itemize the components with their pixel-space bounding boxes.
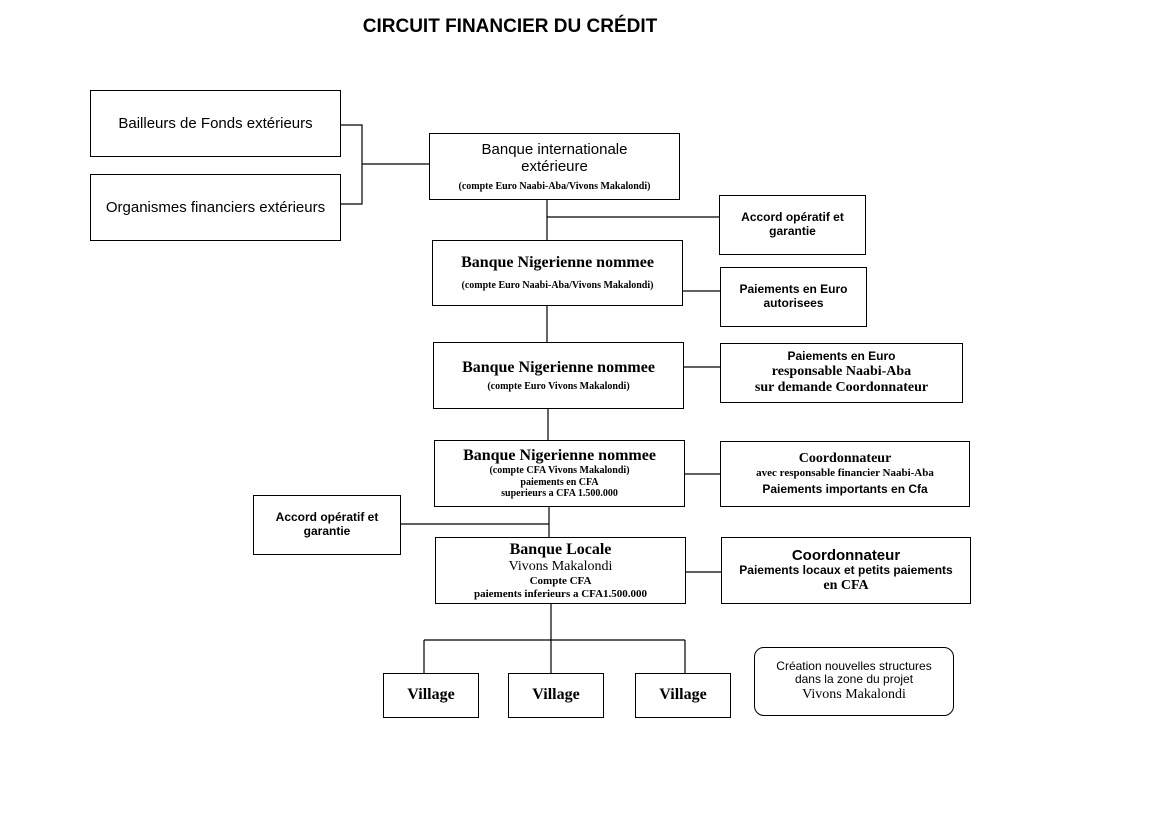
node-paiements-euro-responsable-line-3: sur demande Coordonnateur [754, 379, 929, 395]
node-banque-internationale-line-1: Banque internationale [481, 141, 628, 158]
node-paiements-euro-autorisees: Paiements en Euro autorisees [720, 267, 867, 327]
node-coordonnateur-1-line-2: avec responsable financier Naabi-Aba [756, 467, 934, 480]
node-village-1: Village [383, 673, 479, 718]
node-paiements-euro-autorisees-line-2: autorisees [763, 296, 824, 310]
node-banque-nig-3: Banque Nigerienne nommee (compte CFA Viv… [434, 440, 685, 507]
connector-locale-to-villages [423, 604, 686, 673]
node-village-2-label: Village [532, 686, 580, 704]
node-creation-line-2: dans la zone du projet [794, 672, 914, 687]
node-banque-nig-3-line-2: (compte CFA Vivons Makalondi) [489, 465, 630, 477]
node-banque-internationale-line-2: extérieure [521, 158, 588, 176]
node-banque-nig-1-line-2: (compte Euro Naabi-Aba/Vivons Makalondi) [461, 280, 654, 292]
node-accord-2: Accord opératif et garantie [253, 495, 401, 555]
node-banque-nig-2: Banque Nigerienne nommee (compte Euro Vi… [433, 342, 684, 409]
node-coordonnateur-1-line-1: Coordonnateur [798, 451, 892, 467]
node-coordonnateur-1: Coordonnateur avec responsable financier… [720, 441, 970, 507]
node-organismes: Organismes financiers extérieurs [90, 174, 341, 241]
node-bailleurs-label: Bailleurs de Fonds extérieurs [118, 114, 313, 132]
node-organismes-label: Organismes financiers extérieurs [105, 198, 326, 216]
node-banque-nig-3-line-3: paiements en CFA [520, 476, 599, 488]
node-coordonnateur-2: Coordonnateur Paiements locaux et petits… [721, 537, 971, 604]
diagram-title: CIRCUIT FINANCIER DU CRÉDIT [362, 16, 658, 37]
node-creation: Création nouvelles structures dans la zo… [754, 647, 954, 716]
node-banque-nig-2-line-2: (compte Euro Vivons Makalondi) [487, 380, 630, 392]
node-coordonnateur-2-line-2: Paiements locaux et petits paiements [739, 563, 953, 578]
node-bailleurs: Bailleurs de Fonds extérieurs [90, 90, 341, 157]
node-banque-nig-2-line-1: Banque Nigerienne nommee [462, 358, 655, 376]
node-accord-1-line-1: Accord opératif et [741, 210, 844, 225]
node-coordonnateur-2-line-3: en CFA [823, 577, 869, 593]
node-coordonnateur-1-line-3: Paiements importants en Cfa [762, 481, 928, 496]
node-banque-locale: Banque Locale Vivons Makalondi Compte CF… [435, 537, 686, 604]
node-banque-locale-line-3: Compte CFA [529, 575, 592, 588]
node-village-3-label: Village [659, 686, 707, 704]
node-coordonnateur-2-line-1: Coordonnateur [791, 546, 901, 564]
node-creation-line-1: Création nouvelles structures [776, 658, 932, 673]
node-banque-nig-1-line-1: Banque Nigerienne nommee [461, 254, 654, 272]
node-accord-1: Accord opératif et garantie [719, 195, 866, 255]
node-paiements-euro-responsable-line-2: responsable Naabi-Aba [771, 363, 912, 379]
node-banque-internationale: Banque internationale extérieure (compte… [429, 133, 680, 200]
node-accord-2-line-2: garantie [303, 524, 351, 538]
node-village-2: Village [508, 673, 604, 718]
node-banque-nig-3-line-1: Banque Nigerienne nommee [463, 447, 656, 465]
node-paiements-euro-responsable-line-1: Paiements en Euro [787, 349, 896, 363]
node-village-3: Village [635, 673, 731, 718]
node-banque-nig-1: Banque Nigerienne nommee (compte Euro Na… [432, 240, 683, 306]
node-banque-locale-line-4: paiements inferieurs a CFA1.500.000 [473, 587, 648, 600]
node-banque-locale-line-2: Vivons Makalondi [508, 559, 613, 574]
node-accord-1-line-2: garantie [769, 224, 816, 238]
node-creation-line-3: Vivons Makalondi [802, 687, 906, 703]
node-banque-locale-line-1: Banque Locale [509, 540, 612, 558]
node-accord-2-line-1: Accord opératif et [275, 510, 379, 525]
node-banque-nig-3-line-4: superieurs a CFA 1.500.000 [501, 488, 618, 500]
connector-sources-bracket [341, 124, 363, 205]
node-paiements-euro-responsable: Paiements en Euro responsable Naabi-Aba … [720, 343, 963, 403]
node-banque-internationale-line-3: (compte Euro Naabi-Aba/Vivons Makalondi) [458, 180, 651, 192]
node-village-1-label: Village [407, 686, 455, 704]
node-paiements-euro-autorisees-line-1: Paiements en Euro [739, 282, 848, 297]
